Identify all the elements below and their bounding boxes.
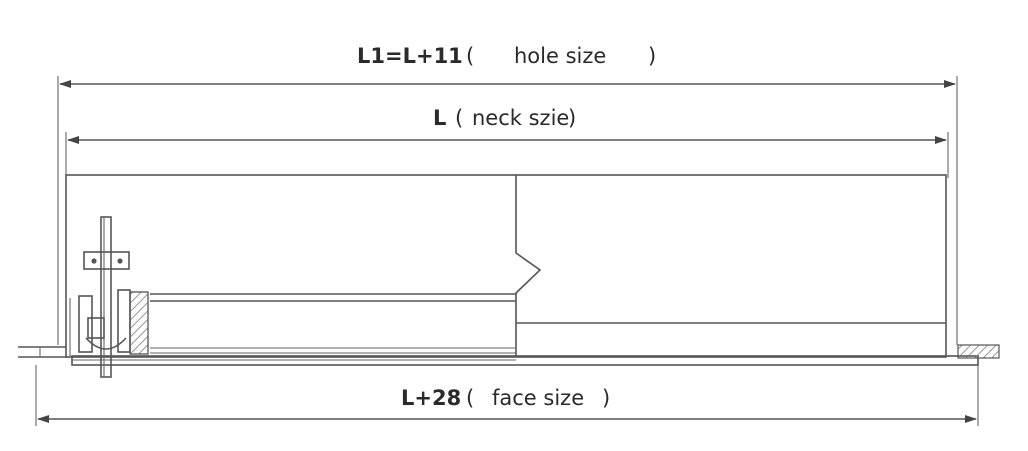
hole-size-formula: L1=L+11 [357,44,463,68]
face-flange [71,355,979,366]
face-size-label: face size [492,386,584,410]
face-size-open-paren: ( [466,386,474,410]
ceiling-right [957,344,1000,359]
neck-size-close-paren: ) [568,106,576,130]
hole-size-label: hole size [514,44,606,68]
hole-size-dimension: L1=L+11 ( hole size ) [57,44,958,345]
duct-neck-body [65,174,947,358]
face-size-close-paren: ) [602,386,610,410]
neck-size-open-paren: ( [455,106,463,130]
neck-size-dimension: L ( neck szie ) [65,106,949,178]
ceiling-left [18,346,66,358]
face-size-formula: L+28 [401,386,461,410]
mounting-clamp [69,216,131,378]
hole-size-open-paren: ( [466,44,474,68]
neck-size-formula: L [433,106,446,130]
louver-blade-stack [129,291,149,355]
neck-size-label: neck szie [472,106,569,130]
hole-size-close-paren: ) [648,44,656,68]
face-size-dimension: L+28 ( face size ) [35,365,979,426]
